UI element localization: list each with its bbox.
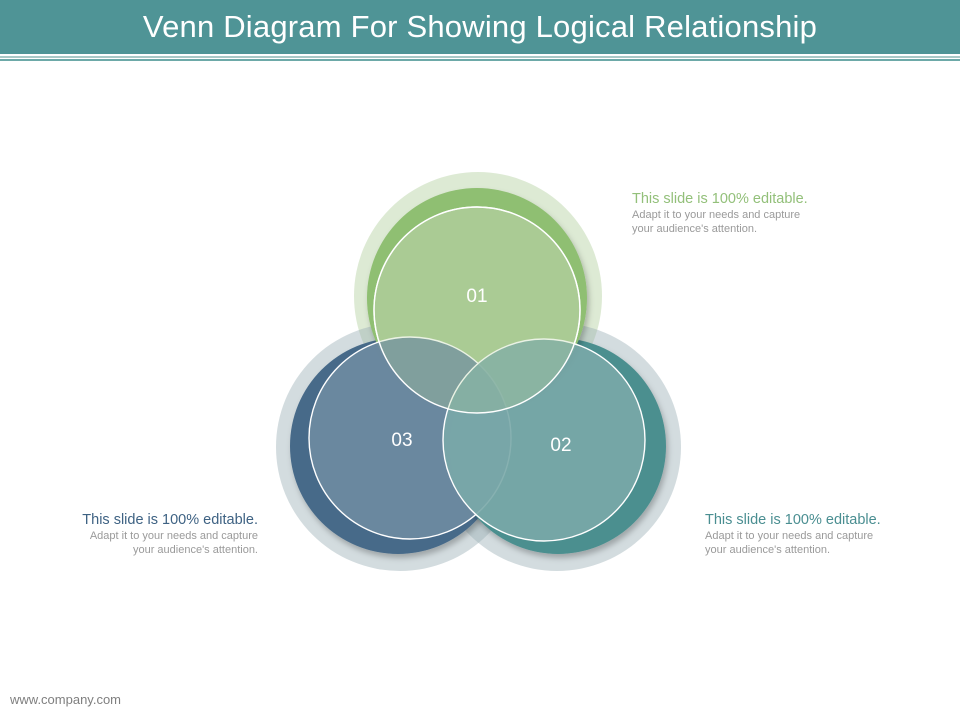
- circle-01-outline: [373, 206, 581, 414]
- circle-03-label: 03: [391, 430, 412, 451]
- title-bar: Venn Diagram For Showing Logical Relatio…: [0, 0, 960, 54]
- title-divider-light: [0, 56, 960, 58]
- note-02: This slide is 100% editable. Adapt it to…: [705, 512, 945, 557]
- circle-01-label: 01: [466, 286, 487, 307]
- circle-02: [442, 338, 646, 542]
- note-02-body: Adapt it to your needs and capture your …: [705, 530, 874, 556]
- note-03-heading: This slide is 100% editable.: [82, 512, 258, 528]
- circle-02-label: 02: [550, 435, 571, 456]
- footer-url[interactable]: www.company.com: [10, 692, 122, 707]
- note-03: This slide is 100% editable. Adapt it to…: [18, 512, 258, 557]
- note-01: This slide is 100% editable. Adapt it to…: [632, 191, 872, 236]
- title-divider-dark: [0, 59, 960, 61]
- note-01-heading: This slide is 100% editable.: [632, 191, 808, 207]
- note-03-body: Adapt it to your needs and capture your …: [89, 530, 258, 556]
- slide-title: Venn Diagram For Showing Logical Relatio…: [142, 9, 818, 44]
- note-01-body: Adapt it to your needs and capture your …: [632, 209, 801, 235]
- note-02-heading: This slide is 100% editable.: [705, 512, 881, 528]
